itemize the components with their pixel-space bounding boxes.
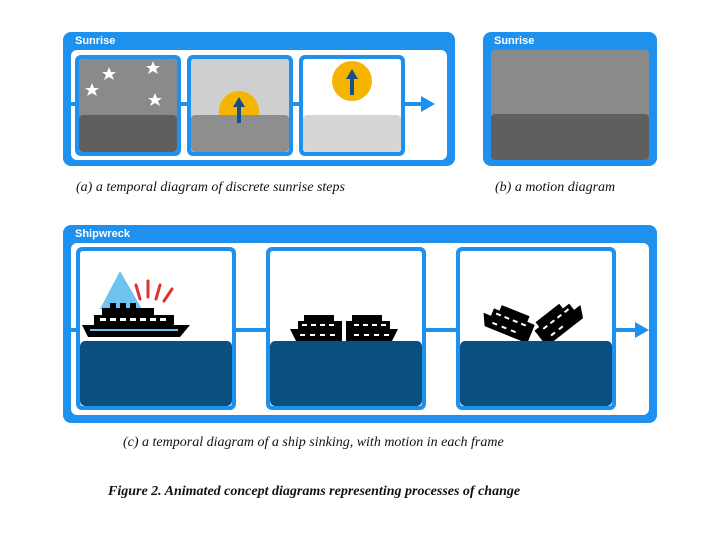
frame-canvas <box>460 251 612 406</box>
up-arrow-icon <box>233 97 245 123</box>
frame-ship-sinking <box>456 247 616 410</box>
frame-canvas <box>191 59 289 152</box>
night-scene <box>79 59 177 152</box>
broken-ship-icon <box>483 303 584 347</box>
ship-sinking-scene <box>460 251 612 406</box>
day-scene <box>303 59 401 152</box>
sea <box>460 341 612 406</box>
ship-breaking-scene <box>270 251 422 406</box>
ship-front-half <box>483 305 535 344</box>
timeline-arrowhead <box>421 96 435 112</box>
frame-day <box>299 55 405 156</box>
caption-a: (a) a temporal diagram of discrete sunri… <box>76 180 345 195</box>
frame-dawn <box>187 55 293 156</box>
motion-canvas <box>491 50 649 160</box>
frame-canvas <box>270 251 422 406</box>
caption-c: (c) a temporal diagram of a ship sinking… <box>123 435 504 450</box>
figure-caption: Figure 2. Animated concept diagrams repr… <box>108 484 521 499</box>
caption-b: (b) a motion diagram <box>495 180 616 195</box>
ship-back-half <box>534 303 584 347</box>
star-icon <box>146 61 160 74</box>
star-icon <box>102 67 116 80</box>
frame-ship-alert <box>76 247 236 410</box>
frame-canvas <box>303 59 401 152</box>
ship-alert-scene <box>80 251 232 406</box>
frame-night <box>75 55 181 156</box>
sea <box>270 341 422 406</box>
star-icon <box>85 83 99 96</box>
broken-ship-icon <box>290 315 398 341</box>
alert-lines-icon <box>134 279 174 303</box>
panel-title: Shipwreck <box>75 228 131 240</box>
motion-scene <box>491 50 649 160</box>
sea <box>80 341 232 406</box>
ship-icon <box>82 303 190 337</box>
panel-title: Sunrise <box>494 35 535 47</box>
timeline-arrowhead <box>635 322 649 338</box>
star-icon <box>148 93 162 106</box>
frame-canvas <box>79 59 177 152</box>
frame-canvas <box>80 251 232 406</box>
up-arrow-icon <box>346 69 358 95</box>
ship-front-half <box>290 315 342 341</box>
light-beam <box>100 271 142 309</box>
frame-ship-breaking <box>266 247 426 410</box>
panel-title: Sunrise <box>75 35 116 47</box>
sunrise-motion-panel: Sunrise <box>483 32 657 166</box>
dawn-scene <box>191 59 289 152</box>
ship-back-half <box>346 315 398 341</box>
